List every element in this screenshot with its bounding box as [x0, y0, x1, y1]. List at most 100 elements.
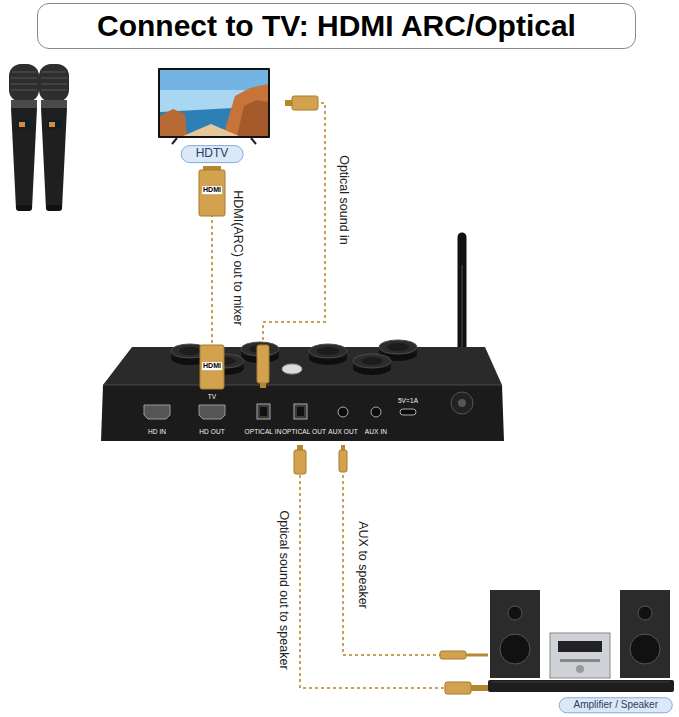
illustration-part	[199, 405, 225, 419]
illustration-part	[41, 78, 67, 79]
illustration-part	[179, 347, 201, 355]
illustration-part	[103, 347, 502, 385]
device-illustration	[488, 585, 674, 715]
illustration-part	[101, 385, 504, 441]
illustration-part	[200, 345, 224, 389]
illustration-part	[400, 409, 416, 415]
speaker-system: Amplifier / Speaker	[488, 585, 674, 715]
illustration-part	[39, 64, 69, 102]
illustration-part	[558, 641, 602, 652]
illustration-part	[257, 404, 270, 419]
hdmi-plug	[199, 166, 225, 216]
illustration-part	[260, 383, 266, 388]
diagram-title: Connect to TV: HDMI ARC/Optical	[97, 9, 576, 43]
illustration-part	[294, 450, 306, 474]
illustration-part	[339, 450, 347, 472]
device-label: HDTV	[181, 145, 244, 163]
illustration-part	[17, 120, 31, 129]
illustration-part	[172, 138, 177, 144]
illustration-part	[500, 634, 530, 664]
microphone	[9, 64, 39, 211]
illustration-part	[508, 606, 522, 620]
illustration-part	[16, 205, 32, 211]
illustration-part	[471, 685, 488, 691]
audio-cable	[263, 103, 325, 345]
optical-plug	[445, 682, 488, 694]
optical-plug	[294, 445, 306, 474]
illustration-part	[11, 78, 37, 79]
audio-cable	[300, 445, 488, 688]
port-label: OPTICAL OUT	[282, 428, 326, 435]
port-label: TV	[208, 393, 217, 400]
illustration-part	[630, 634, 660, 664]
illustration-part	[257, 345, 269, 383]
illustration-part	[492, 682, 670, 683]
illustration-part	[11, 84, 37, 85]
illustration-part	[550, 633, 610, 678]
plug-label: HDMI	[202, 362, 222, 370]
illustration-part	[309, 344, 347, 358]
illustration-part	[292, 96, 318, 110]
illustration-part	[49, 122, 55, 127]
illustration-part	[237, 100, 268, 136]
illustration-part	[361, 357, 383, 365]
illustration-part	[160, 70, 268, 90]
illustration-part	[338, 407, 348, 417]
aux-plug	[339, 445, 347, 472]
illustration-part	[294, 404, 307, 419]
cable-label: Optical sound out to speaker	[276, 510, 290, 669]
port-label: HD OUT	[199, 428, 225, 435]
illustration-part	[297, 407, 304, 416]
illustration-part	[576, 665, 584, 673]
port-label: AUX OUT	[328, 428, 358, 435]
illustration-part	[46, 205, 62, 211]
optical-plug	[257, 345, 269, 388]
illustration-part	[490, 590, 540, 678]
control-knob	[353, 354, 391, 375]
illustration-part	[353, 354, 391, 368]
illustration-part	[466, 654, 488, 657]
illustration-part	[458, 399, 466, 407]
illustration-part	[445, 682, 471, 694]
port-label: OPTICAL IN	[245, 428, 282, 435]
illustration-part	[160, 70, 268, 136]
illustration-part	[371, 407, 381, 417]
illustration-part	[183, 124, 239, 136]
karaoke-mixer: HD IN TV HD OUT OPTICAL INOPTICAL OUTAUX OU…	[100, 345, 505, 445]
illustration-part	[103, 385, 502, 386]
illustration-part	[42, 72, 66, 73]
illustration-part	[11, 100, 37, 108]
illustration-part	[251, 138, 256, 144]
audio-cable	[343, 445, 488, 655]
illustration-part	[451, 392, 473, 414]
illustration-part	[11, 108, 37, 209]
optical-plug	[285, 96, 318, 110]
cable-label: AUX to speaker	[355, 521, 369, 609]
cable-label: HDMI(ARC) out to mixer	[230, 190, 244, 325]
illustration-part	[282, 364, 302, 374]
illustration-part	[260, 407, 267, 416]
title-box: Connect to TV: HDMI ARC/Optical	[37, 3, 636, 49]
microphone	[39, 64, 69, 211]
illustration-part	[560, 659, 600, 662]
illustration-part	[144, 405, 170, 419]
control-knob	[309, 344, 347, 365]
illustration-part	[379, 340, 417, 354]
illustration-part	[11, 90, 37, 91]
illustration-part	[440, 651, 466, 659]
illustration-part	[488, 680, 674, 692]
illustration-part	[387, 343, 409, 351]
illustration-part	[41, 84, 67, 85]
illustration-part	[41, 100, 67, 108]
illustration-part	[19, 122, 25, 127]
illustration-part	[620, 590, 670, 678]
tv-unit: HDTV	[155, 66, 285, 166]
illustration-part	[9, 64, 39, 102]
plug-label: HDMI	[202, 186, 222, 194]
illustration-part	[317, 347, 339, 355]
port-label: HD IN	[148, 428, 166, 435]
hdmi-plug	[200, 345, 224, 389]
aux-plug	[440, 651, 488, 659]
illustration-part	[47, 120, 61, 129]
illustration-part	[199, 170, 225, 216]
